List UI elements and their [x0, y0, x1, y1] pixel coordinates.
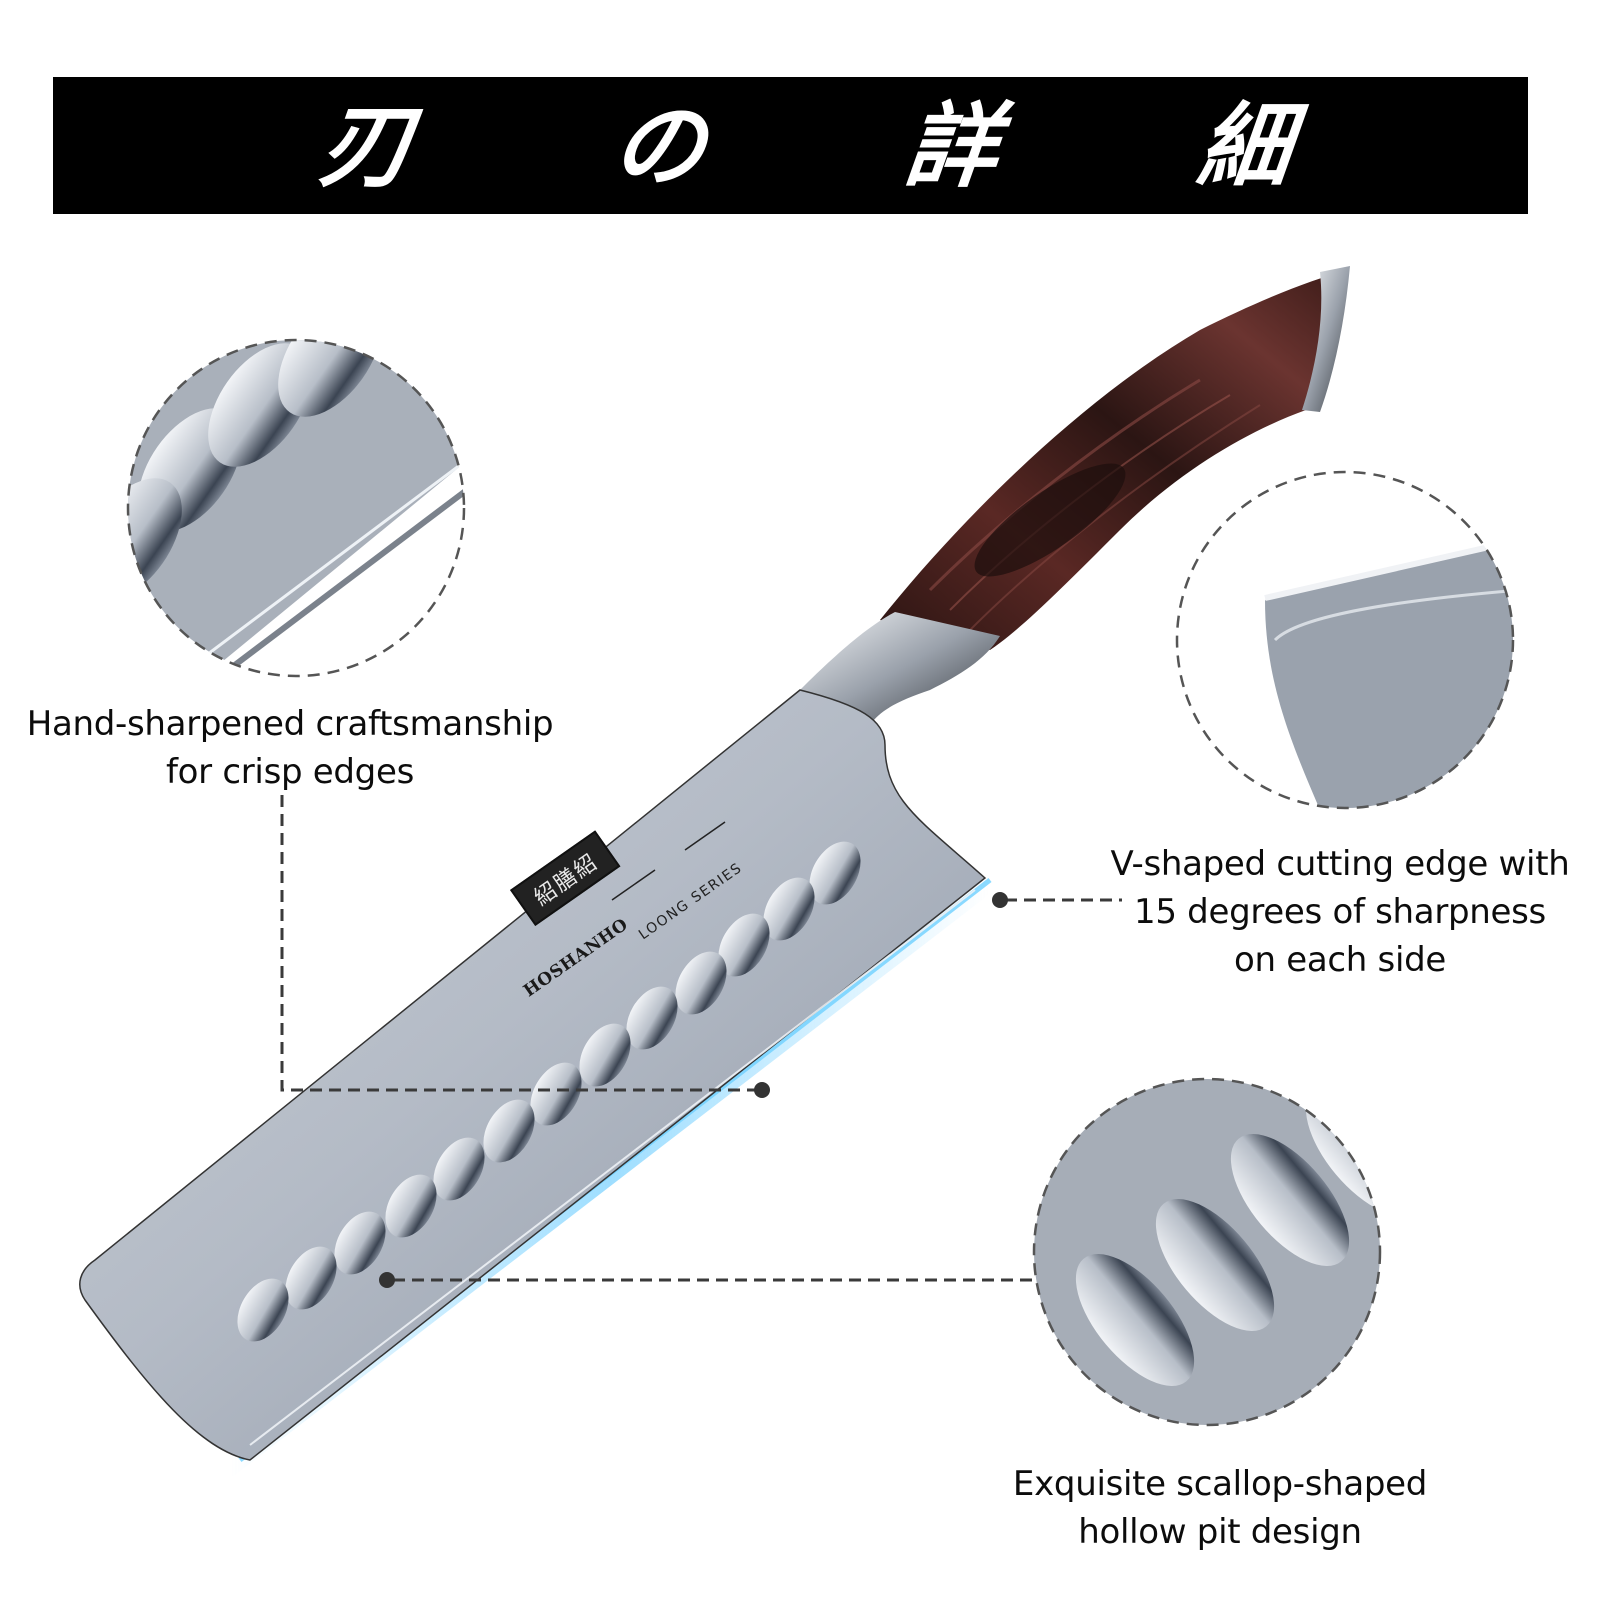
blade-scallops [237, 841, 861, 1342]
connector-dot-scallops [379, 1272, 395, 1288]
caption-scallops: Exquisite scallop-shaped hollow pit desi… [1010, 1460, 1430, 1556]
caption-edge-craft: Hand-sharpened craftsmanship for crisp e… [20, 700, 560, 796]
caption-line: hollow pit design [1078, 1512, 1362, 1552]
connector-dot-edge-craft [754, 1082, 770, 1098]
knife-blade [79, 689, 997, 1477]
knife-handle [880, 266, 1350, 650]
zoom-circle-blade-edge [126, 338, 466, 678]
caption-line: for crisp edges [166, 752, 414, 792]
callout-connectors [280, 795, 1122, 1282]
caption-line: Exquisite scallop-shaped [1012, 1464, 1428, 1504]
caption-line: on each side [1233, 940, 1447, 980]
connector-edge-craft [280, 795, 760, 1092]
connector-dot-v-edge [992, 892, 1008, 908]
caption-v-edge: V-shaped cutting edge with 15 degrees of… [1105, 840, 1575, 984]
caption-line: 15 degrees of sharpness [1134, 892, 1546, 932]
zoom-circle-heel [1175, 470, 1515, 810]
knife-bolster [800, 612, 1000, 725]
caption-line: V-shaped cutting edge with [1110, 844, 1570, 884]
zoom-circle-scallops [1032, 1077, 1382, 1427]
title-banner: 刃 の 詳 細 [53, 77, 1528, 214]
caption-line: Hand-sharpened craftsmanship [26, 704, 554, 744]
